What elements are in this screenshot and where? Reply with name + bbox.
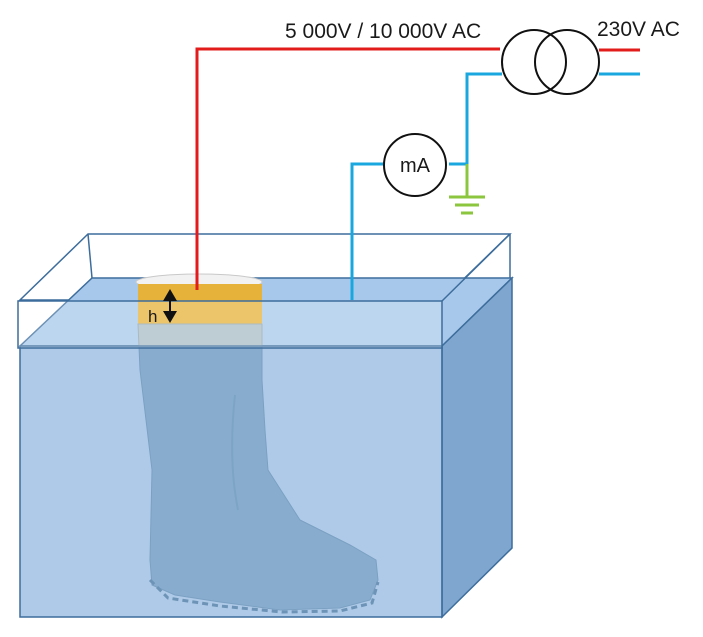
double-arrow-icon bbox=[163, 289, 177, 323]
lv-return-wire bbox=[465, 72, 502, 164]
transformer-icon bbox=[501, 29, 600, 95]
hv-wire bbox=[195, 47, 500, 290]
tank-front-rim bbox=[17, 300, 443, 349]
tank-rim-side bbox=[441, 233, 511, 302]
meter-label: mA bbox=[400, 155, 431, 177]
tank-front-face bbox=[19, 345, 443, 618]
mains-voltage-label: 230V AC bbox=[597, 18, 680, 41]
ammeter-icon bbox=[383, 133, 447, 197]
height-label: h bbox=[148, 307, 157, 326]
probe-wire bbox=[350, 162, 385, 300]
hv-voltage-label: 5 000V / 10 000V AC bbox=[285, 20, 481, 43]
tank-back-edge-left bbox=[87, 233, 93, 279]
ground-icon bbox=[449, 164, 485, 215]
